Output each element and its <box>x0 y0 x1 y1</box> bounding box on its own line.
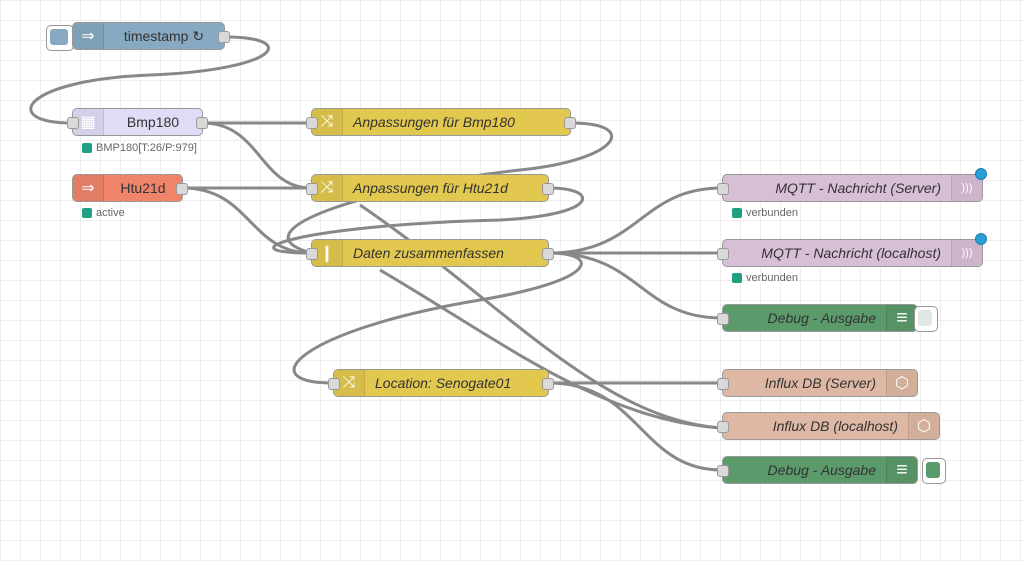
node-label: Influx DB (Server) <box>764 375 876 391</box>
changed-badge <box>975 168 987 180</box>
node-label: Influx DB (localhost) <box>772 418 898 434</box>
debug-list-icon: ≡ <box>886 457 917 483</box>
input-port[interactable] <box>717 378 729 390</box>
input-port[interactable] <box>306 183 318 195</box>
output-port[interactable] <box>196 117 208 129</box>
node-label: Htu21d <box>120 180 166 196</box>
node-label: Location: Senogate01 <box>375 375 512 391</box>
node-label: Daten zusammenfassen <box>353 245 504 261</box>
output-port[interactable] <box>542 378 554 390</box>
mqtt-signal-icon: ))) <box>951 240 982 266</box>
node-status-htu21d: active <box>82 207 125 219</box>
node-label: Anpassungen für Bmp180 <box>353 114 515 130</box>
node-label: timestamp ↻ <box>123 27 205 44</box>
wire-anp-htu-daten[interactable] <box>272 186 585 255</box>
node-label: Bmp180 <box>126 114 180 130</box>
node-bmp180[interactable]: ▦ Bmp180 <box>67 108 208 136</box>
node-mqtt-server[interactable]: MQTT - Nachricht (Server) ))) <box>717 168 987 202</box>
node-debug-ausgabe-2[interactable]: Debug - Ausgabe ≡ <box>717 456 918 484</box>
node-anpassungen-htu21d[interactable]: ⤨ Anpassungen für Htu21d <box>306 174 554 202</box>
input-port[interactable] <box>717 183 729 195</box>
wire-daten-mqtt-server[interactable] <box>548 186 723 255</box>
wire-daten-location[interactable] <box>292 251 583 385</box>
node-mqtt-localhost[interactable]: MQTT - Nachricht (localhost) ))) <box>717 233 987 267</box>
wire-bmp180-anp-htu[interactable] <box>202 121 312 190</box>
node-debug-ausgabe-1[interactable]: Debug - Ausgabe ≡ <box>717 304 918 332</box>
output-port[interactable] <box>218 31 230 43</box>
wire-daten-debug1[interactable] <box>548 251 723 320</box>
node-htu21d[interactable]: ⇒ Htu21d <box>72 174 188 202</box>
status-text: verbunden <box>746 207 798 219</box>
status-text: verbunden <box>746 272 798 284</box>
node-label: MQTT - Nachricht (Server) <box>775 180 941 196</box>
node-status-mqtt-localhost: verbunden <box>732 272 798 284</box>
changed-badge <box>975 233 987 245</box>
inject-arrow-icon: ⇒ <box>73 175 104 201</box>
influxdb-icon: ⬡ <box>908 413 939 439</box>
node-status-mqtt-server: verbunden <box>732 207 798 219</box>
node-status-bmp180: BMP180[T:26/P:979] <box>82 142 197 154</box>
node-anpassungen-bmp180[interactable]: ⤨ Anpassungen für Bmp180 <box>306 108 576 136</box>
node-label: Anpassungen für Htu21d <box>353 180 508 196</box>
debug-toggle-button[interactable] <box>922 458 946 484</box>
input-port[interactable] <box>717 465 729 477</box>
status-text: BMP180[T:26/P:979] <box>96 142 197 154</box>
wire-location-debug2[interactable] <box>548 381 723 472</box>
status-dot <box>82 143 92 153</box>
function-shuffle-icon: ⤨ <box>312 109 343 135</box>
input-port[interactable] <box>306 248 318 260</box>
input-port[interactable] <box>717 313 729 325</box>
input-port[interactable] <box>328 378 340 390</box>
output-port[interactable] <box>542 248 554 260</box>
influxdb-icon: ⬡ <box>886 370 917 396</box>
input-port[interactable] <box>67 117 79 129</box>
wire-timestamp-bmp180[interactable] <box>29 35 271 125</box>
debug-toggle-button[interactable] <box>914 306 938 332</box>
output-port[interactable] <box>564 117 576 129</box>
inject-arrow-icon: ⇒ <box>73 23 104 49</box>
status-dot <box>82 208 92 218</box>
debug-list-icon: ≡ <box>886 305 917 331</box>
node-location-senogate01[interactable]: ⤨ Location: Senogate01 <box>328 369 554 397</box>
output-port[interactable] <box>542 183 554 195</box>
status-text: active <box>96 207 125 219</box>
input-port[interactable] <box>306 117 318 129</box>
wire-anp-bmp-daten[interactable] <box>286 121 614 255</box>
mqtt-signal-icon: ))) <box>951 175 982 201</box>
status-dot <box>732 273 742 283</box>
input-port[interactable] <box>717 248 729 260</box>
input-port[interactable] <box>717 421 729 433</box>
node-influx-server[interactable]: Influx DB (Server) ⬡ <box>717 369 918 397</box>
node-label: Debug - Ausgabe <box>767 462 876 478</box>
node-label: Debug - Ausgabe <box>767 310 876 326</box>
node-influx-localhost[interactable]: Influx DB (localhost) ⬡ <box>717 412 940 440</box>
output-port[interactable] <box>176 183 188 195</box>
status-dot <box>732 208 742 218</box>
wire-daten-influx-local[interactable] <box>379 268 723 430</box>
node-timestamp[interactable]: ⇒ timestamp ↻ <box>72 22 230 50</box>
node-daten-zusammenfassen[interactable]: ❙ Daten zusammenfassen <box>306 239 554 267</box>
wire-htu21d-daten[interactable] <box>182 186 312 255</box>
inject-trigger-button[interactable] <box>46 25 74 51</box>
node-label: MQTT - Nachricht (localhost) <box>761 245 941 261</box>
